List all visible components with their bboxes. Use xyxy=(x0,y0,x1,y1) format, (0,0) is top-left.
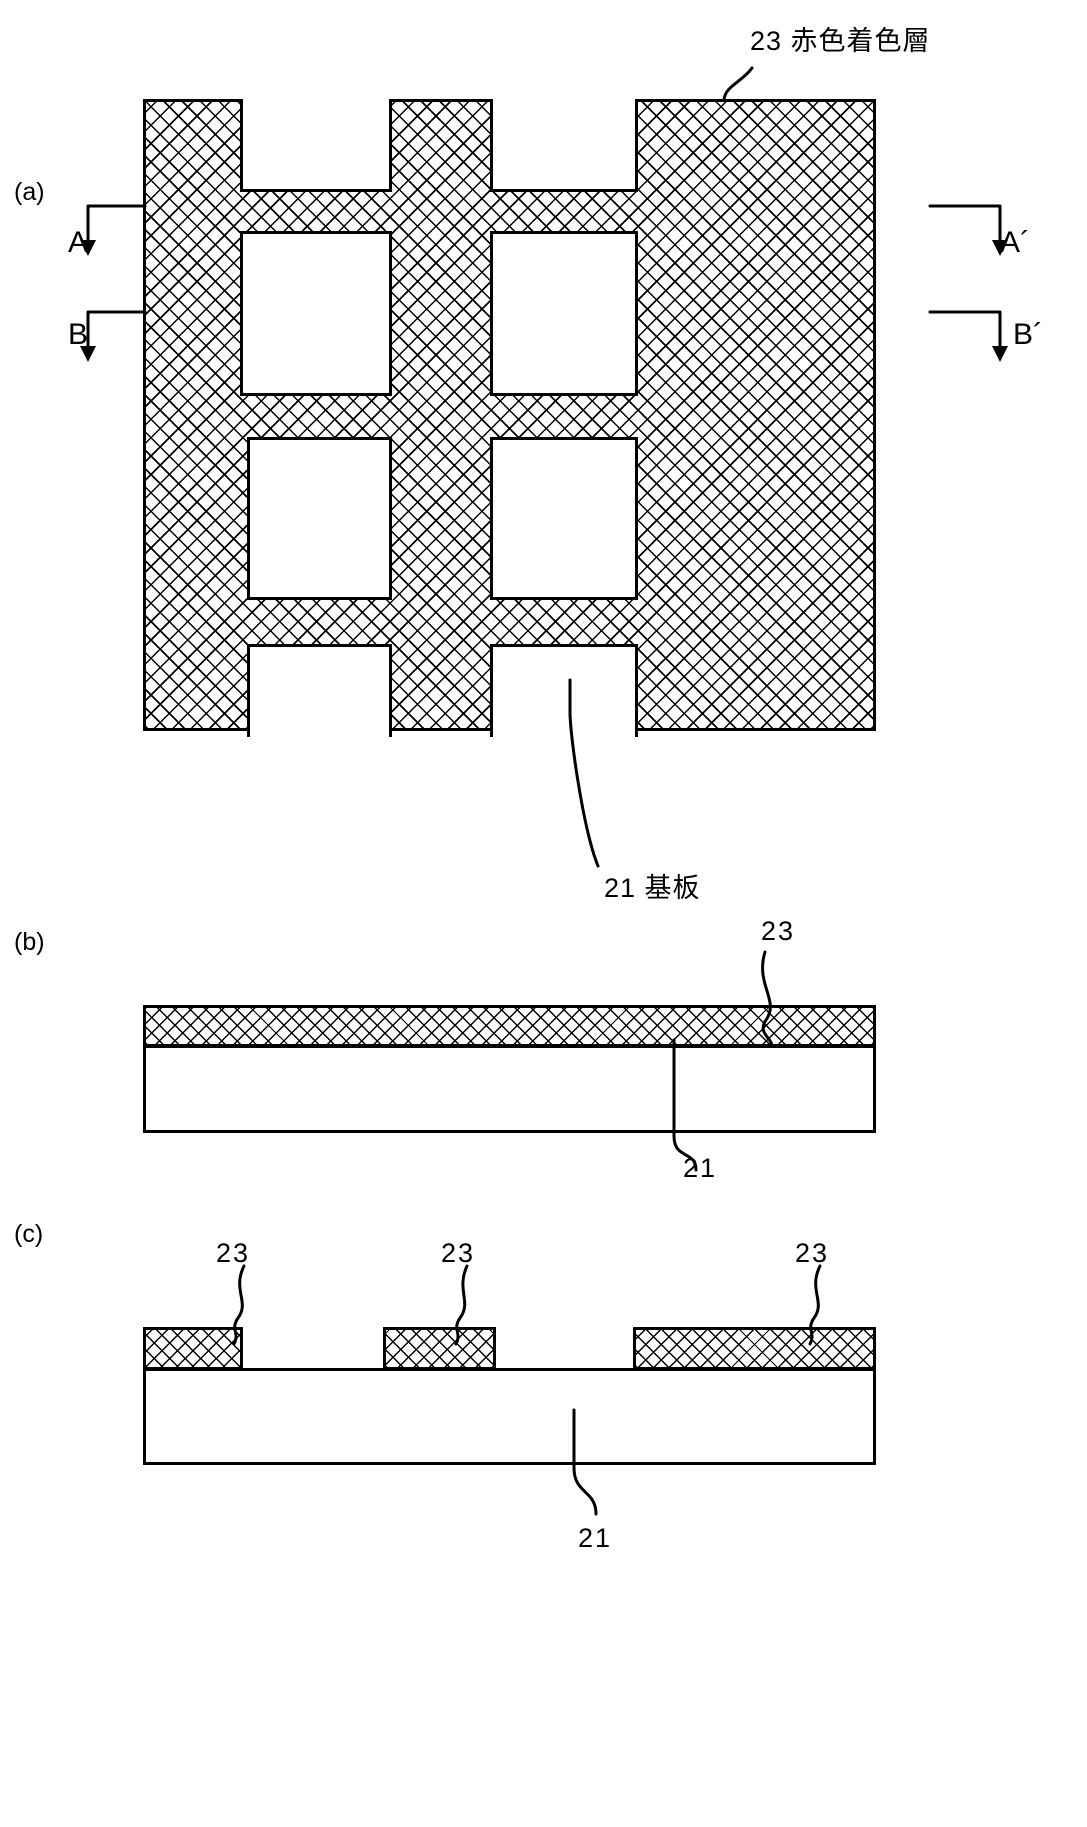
substrate-opening xyxy=(490,99,638,192)
leader-line-23-a xyxy=(722,66,754,102)
figure-b-substrate-21 xyxy=(143,1045,876,1133)
red-colored-layer-hatch-a xyxy=(146,102,873,728)
red-colored-layer-hatch-c3 xyxy=(636,1330,873,1367)
figure-b-layer-23 xyxy=(143,1005,876,1047)
section-arrow-b-right xyxy=(928,310,1002,360)
substrate-opening xyxy=(240,231,392,396)
figure-c-island-23 xyxy=(143,1327,243,1370)
section-mark-b-left: B xyxy=(68,318,89,351)
figure-c-label: (c) xyxy=(14,1220,44,1248)
figure-b-ref-23: 23 xyxy=(761,916,796,946)
section-mark-b-right: B´ xyxy=(1013,318,1043,351)
figure-c-substrate-21 xyxy=(143,1368,876,1465)
substrate-opening xyxy=(490,644,638,737)
figure-c-ref-23-left: 23 xyxy=(216,1238,251,1268)
figure-c-island-23 xyxy=(383,1327,496,1370)
red-colored-layer-hatch-c2 xyxy=(386,1330,493,1367)
substrate-opening xyxy=(247,437,392,600)
substrate-opening xyxy=(490,231,638,396)
section-arrow-b-left xyxy=(86,310,147,360)
red-colored-layer-hatch-c1 xyxy=(146,1330,240,1367)
figure-c-ref-23-middle: 23 xyxy=(441,1238,476,1268)
substrate-opening xyxy=(490,437,638,600)
callout-substrate: 21 基板 xyxy=(604,873,701,903)
section-mark-a-right: A´ xyxy=(1000,226,1030,259)
red-colored-layer-hatch-b xyxy=(146,1008,873,1044)
figure-b-label: (b) xyxy=(14,928,45,956)
figure-c-ref-23-right: 23 xyxy=(795,1238,830,1268)
figure-c-ref-21: 21 xyxy=(578,1523,613,1553)
figure-a-frame xyxy=(143,99,876,737)
figure-a-label: (a) xyxy=(14,178,45,206)
figure-c-island-23 xyxy=(633,1327,876,1370)
section-mark-a-left: A xyxy=(68,226,89,259)
substrate-opening xyxy=(247,644,392,737)
section-arrow-a-right xyxy=(928,204,1002,254)
section-arrow-a-left xyxy=(86,204,147,254)
substrate-opening xyxy=(240,99,392,192)
section-arrowhead-b-right xyxy=(992,346,1008,362)
callout-red-colored-layer: 23 赤色着色層 xyxy=(750,26,931,56)
figure-b-ref-21: 21 xyxy=(683,1153,718,1183)
